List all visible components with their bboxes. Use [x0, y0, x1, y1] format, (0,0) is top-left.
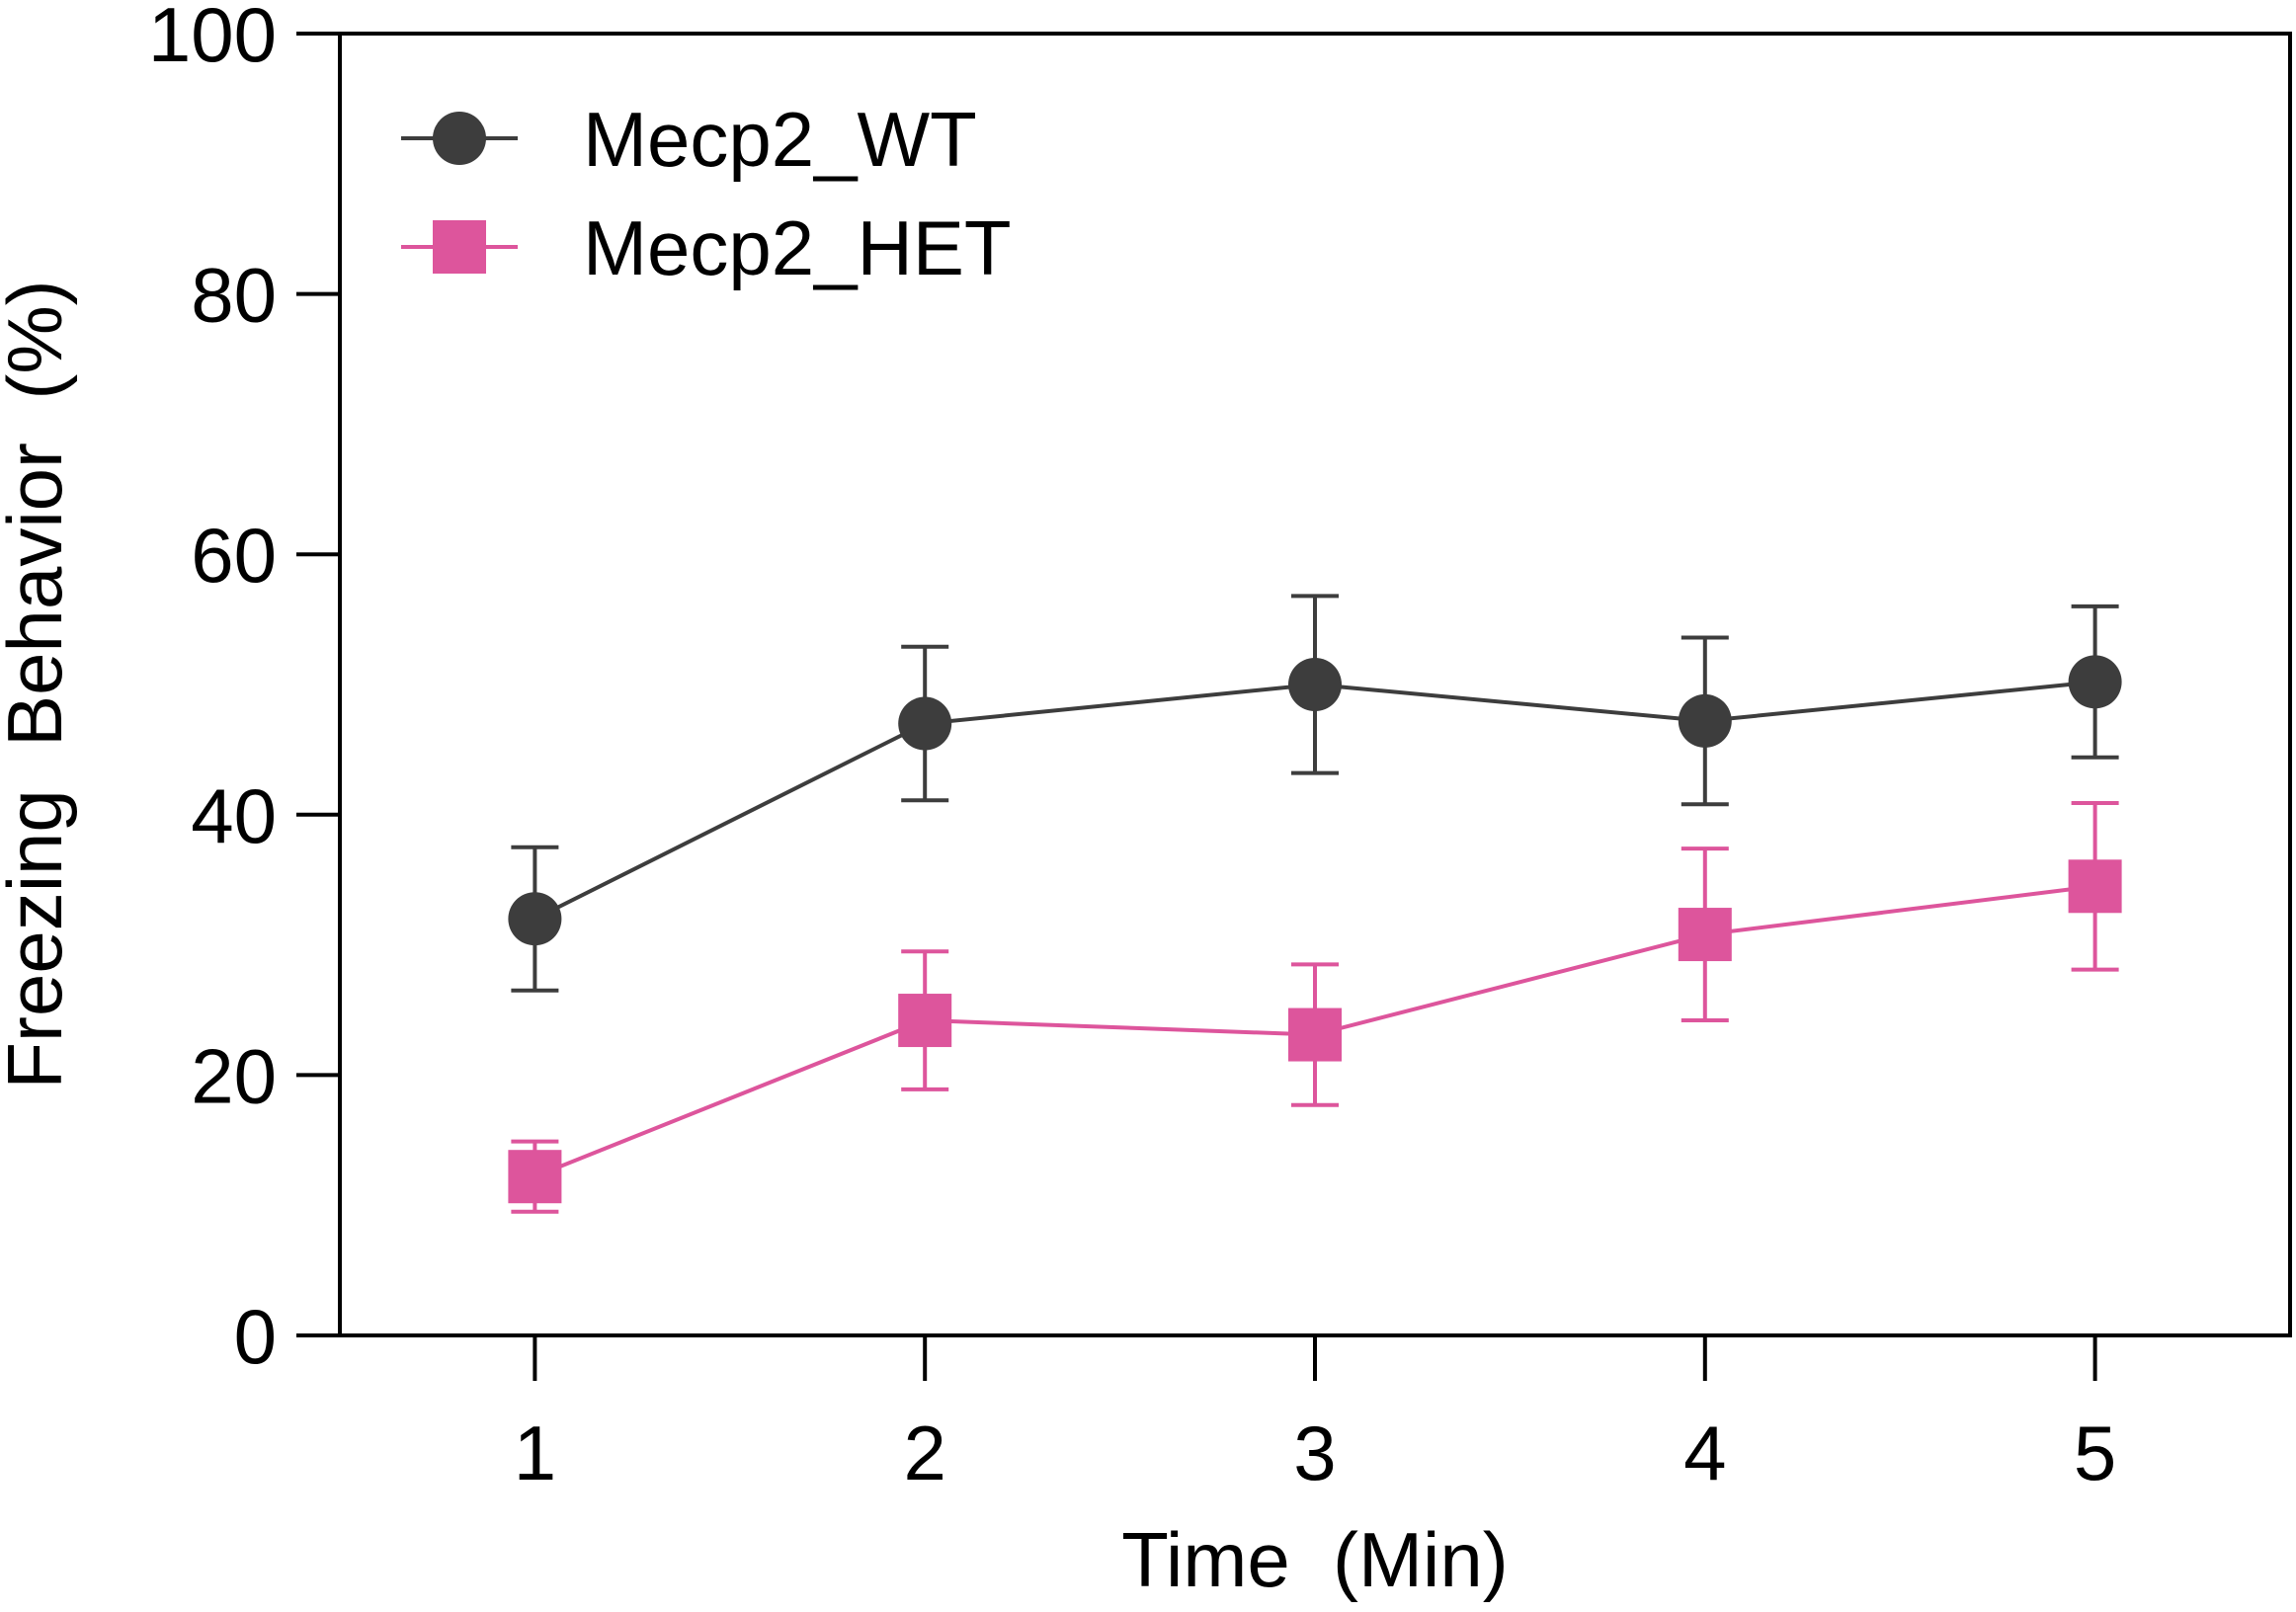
data-point: [1288, 658, 1342, 711]
legend-marker: [433, 112, 486, 165]
data-point: [2068, 655, 2122, 709]
y-axis-title: Freezing Behavior (%): [0, 280, 78, 1088]
y-axis: 0 20 40 60 80 100: [148, 0, 340, 1380]
data-markers: [508, 655, 2122, 1204]
data-point: [508, 1150, 562, 1204]
data-point: [508, 892, 562, 946]
y-tick-label: 60: [191, 512, 277, 599]
data-point: [898, 994, 952, 1048]
x-tick-label: 5: [2074, 1410, 2116, 1496]
data-point: [1678, 908, 1732, 962]
x-tick-label: 4: [1683, 1410, 1726, 1496]
y-tick-label: 40: [191, 772, 277, 859]
data-point: [1288, 1008, 1342, 1062]
x-tick-label: 3: [1293, 1410, 1336, 1496]
x-axis-title: Time (Min): [1121, 1516, 1508, 1603]
legend-label: Mecp2_HET: [583, 204, 1012, 291]
y-tick-label: 0: [234, 1293, 277, 1380]
legend-label: Mecp2_WT: [583, 96, 977, 183]
x-axis: 1 2 3 4 5: [514, 1335, 2116, 1496]
y-tick-label: 20: [191, 1032, 277, 1119]
data-point: [2068, 859, 2122, 914]
legend-marker: [433, 220, 486, 274]
y-tick-label: 100: [148, 0, 277, 78]
x-tick-label: 2: [904, 1410, 946, 1496]
data-point: [898, 696, 952, 751]
data-point: [1678, 693, 1732, 748]
legend: Mecp2_WT Mecp2_HET: [401, 96, 1012, 291]
y-tick-label: 80: [191, 252, 277, 339]
x-tick-label: 1: [514, 1410, 556, 1496]
